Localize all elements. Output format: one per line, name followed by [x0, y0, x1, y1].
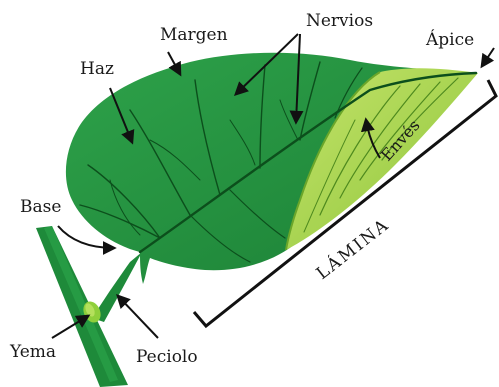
label-margen: Margen	[160, 25, 228, 45]
apice-arrow	[482, 48, 494, 66]
label-haz: Haz	[80, 59, 114, 79]
label-apice: Ápice	[425, 29, 474, 50]
stem	[36, 226, 128, 387]
label-base: Base	[20, 197, 61, 217]
peciolo-arrow	[118, 296, 158, 338]
label-yema: Yema	[9, 342, 56, 362]
label-peciolo: Peciolo	[136, 347, 198, 367]
label-nervios: Nervios	[306, 11, 373, 31]
